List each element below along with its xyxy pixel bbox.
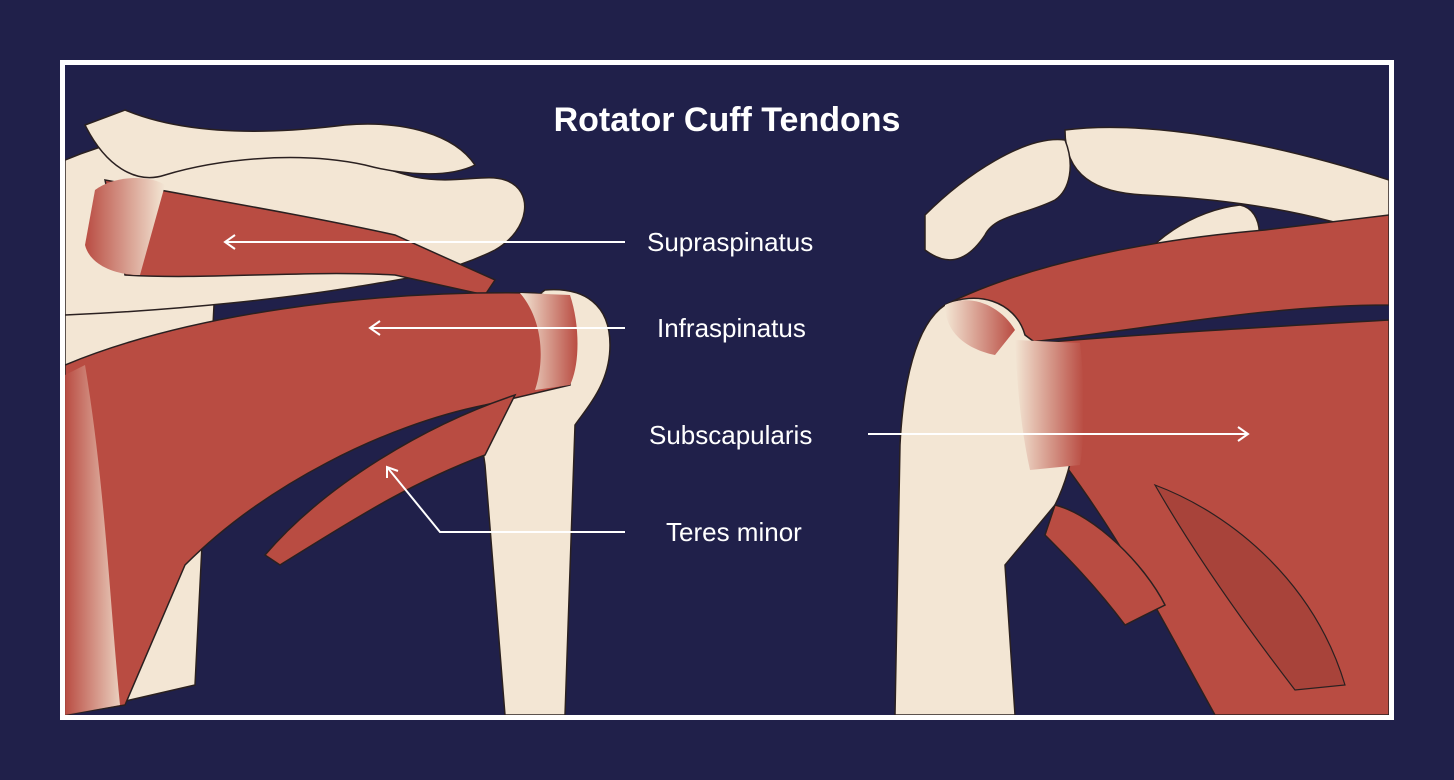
supraspinatus-label: Supraspinatus (647, 227, 813, 258)
diagram-frame: Rotator Cuff Tendons Supraspinatus Infra… (60, 60, 1394, 720)
teres-minor-label: Teres minor (666, 517, 802, 548)
shoulder-illustration (65, 65, 1389, 715)
right-acromion-bone (925, 140, 1070, 260)
anterior-shoulder-view (895, 127, 1389, 715)
posterior-shoulder-view (65, 110, 610, 715)
infraspinatus-label: Infraspinatus (657, 313, 806, 344)
diagram-title: Rotator Cuff Tendons (65, 101, 1389, 140)
subscapularis-label: Subscapularis (649, 420, 812, 451)
